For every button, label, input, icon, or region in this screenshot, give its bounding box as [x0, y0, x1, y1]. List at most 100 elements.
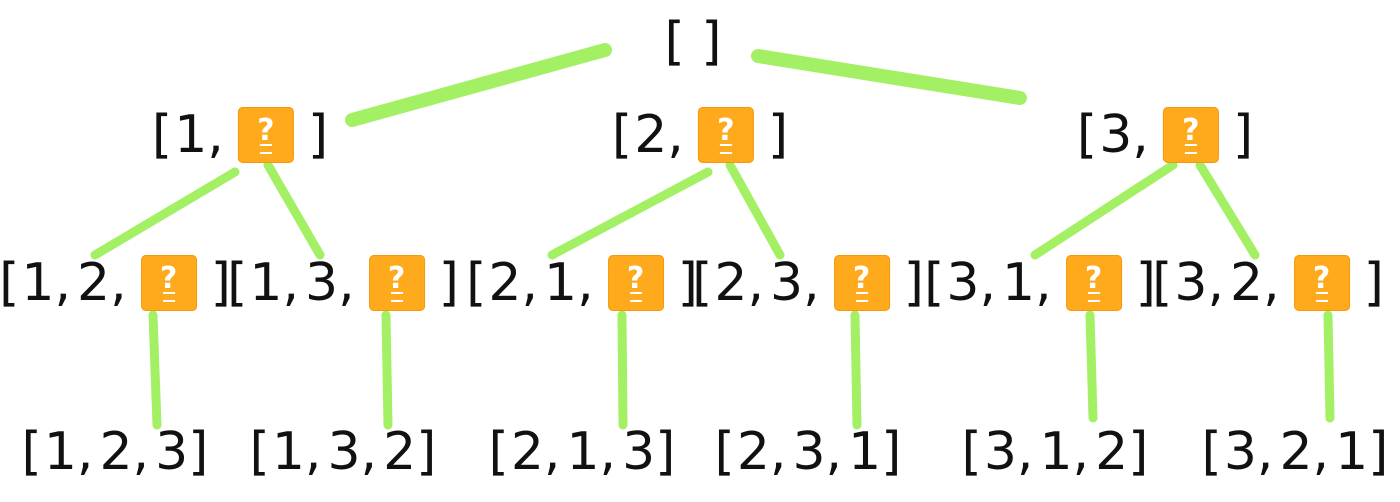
comma: , [1263, 253, 1280, 313]
node-value: 3 [1099, 105, 1133, 165]
close-bracket: ] [416, 422, 437, 482]
bulb-base-glyph [1315, 292, 1328, 302]
open-bracket: [ [151, 105, 173, 165]
question-lightbulb-icon: ? [1065, 255, 1122, 311]
node-value: 3 [155, 422, 189, 482]
tree-node-3-2: [3,2,?] [1152, 255, 1384, 311]
node-value: 1 [1002, 253, 1036, 313]
edge-n32-n321 [1323, 310, 1335, 423]
edge-n3-n31 [1030, 160, 1178, 260]
tree-node-3-1-2: [3,1,2] [962, 426, 1149, 478]
question-mark-glyph: ? [159, 261, 178, 296]
comma: , [76, 422, 94, 482]
tree-node-2-1-3: [2,1,3] [489, 426, 676, 478]
question-mark-glyph: ? [257, 113, 275, 148]
open-bracket: [ [1201, 422, 1222, 482]
node-value: 3 [622, 422, 656, 482]
question-lightbulb-icon: ? [140, 255, 197, 311]
node-value: 2 [634, 105, 668, 165]
tree-node-1-3: [1,3,?] [227, 255, 459, 311]
comma: , [338, 253, 355, 313]
close-bracket: ] [1232, 105, 1254, 165]
node-value: 3 [983, 422, 1017, 482]
close-bracket: ] [767, 105, 789, 165]
node-value: 1 [174, 105, 208, 165]
edge-n23-n231 [850, 310, 862, 430]
open-bracket: [ [1076, 105, 1098, 165]
open-bracket: [ [0, 253, 20, 313]
question-mark-glyph: ? [1182, 113, 1200, 148]
comma: , [1207, 253, 1224, 313]
question-mark-glyph: ? [387, 261, 406, 296]
open-bracket: [ [21, 422, 42, 482]
comma: , [803, 253, 820, 313]
bulb-base-glyph [719, 144, 732, 154]
edge-n2-n21 [547, 167, 713, 260]
close-bracket: ] [881, 422, 902, 482]
comma: , [132, 422, 150, 482]
edge-n2-n23 [725, 160, 785, 260]
open-bracket: [ [466, 253, 487, 313]
open-bracket: [ [249, 422, 270, 482]
root-node: [ ] [664, 16, 721, 68]
comma: , [769, 422, 787, 482]
node-value: 3 [1174, 253, 1208, 313]
close-bracket: ] [1135, 253, 1156, 313]
node-value: 2 [488, 253, 522, 313]
tree-node-2-1: [2,1,?] [466, 255, 698, 311]
node-value: 2 [510, 422, 544, 482]
comma: , [110, 253, 127, 313]
comma: , [543, 422, 561, 482]
question-lightbulb-icon: ? [697, 107, 754, 163]
comma: , [304, 422, 322, 482]
question-lightbulb-icon: ? [237, 107, 294, 163]
comma: , [1016, 422, 1034, 482]
close-bracket: ] [903, 253, 924, 313]
close-bracket: ] [210, 253, 231, 313]
comma: , [667, 105, 684, 165]
comma: , [207, 105, 224, 165]
comma: , [521, 253, 538, 313]
comma: , [1035, 253, 1052, 313]
bulb-base-glyph [1087, 292, 1100, 302]
bulb-base-glyph [390, 292, 403, 302]
question-mark-glyph: ? [1312, 261, 1331, 296]
comma: , [979, 253, 996, 313]
close-bracket: ] [677, 253, 698, 313]
node-value: 2 [99, 422, 133, 482]
node-value: 3 [1223, 422, 1257, 482]
node-value: 1 [848, 422, 882, 482]
comma: , [577, 253, 594, 313]
edge-n1-n13 [263, 160, 325, 260]
close-bracket: ] [188, 422, 209, 482]
edge-n12-n123 [148, 310, 162, 430]
bulb-base-glyph [162, 292, 175, 302]
node-value: 1 [21, 253, 55, 313]
close-bracket: ] [438, 253, 459, 313]
question-lightbulb-icon: ? [368, 255, 425, 311]
node-value: 1 [544, 253, 578, 313]
open-bracket: [ [488, 422, 509, 482]
close-bracket: ] [655, 422, 676, 482]
node-value: 3 [305, 253, 339, 313]
open-bracket: [ [924, 253, 945, 313]
comma: , [1312, 422, 1330, 482]
node-value: 1 [43, 422, 77, 482]
open-bracket: [ [961, 422, 982, 482]
question-mark-glyph: ? [1084, 261, 1103, 296]
tree-node-2-3: [2,3,?] [692, 255, 924, 311]
close-bracket: ] [1128, 422, 1149, 482]
node-value: 3 [946, 253, 980, 313]
edge-n3-n32 [1195, 160, 1260, 260]
tree-node-1-2-3: [1,2,3] [22, 426, 209, 478]
open-bracket: [ [1152, 253, 1173, 313]
root-label: [ ] [664, 12, 722, 72]
open-bracket: [ [714, 422, 735, 482]
tree-node-1-3-2: [1,3,2] [250, 426, 437, 478]
node-value: 2 [736, 422, 770, 482]
open-bracket: [ [692, 253, 713, 313]
question-lightbulb-icon: ? [833, 255, 890, 311]
comma: , [1072, 422, 1090, 482]
edge-n13-n132 [381, 310, 393, 430]
